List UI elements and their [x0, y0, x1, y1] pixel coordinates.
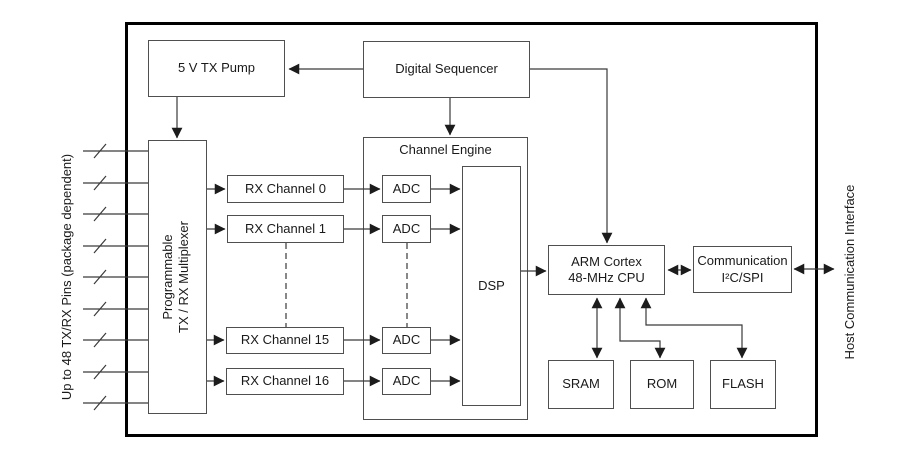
- tx-rx-multiplexer-label: Programmable TX / RX Multiplexer: [160, 137, 194, 417]
- block-rom: ROM: [630, 360, 694, 409]
- block-tx-rx-multiplexer: [148, 140, 207, 414]
- cpu-label-line1: ARM Cortex: [571, 253, 642, 269]
- block-dsp: DSP: [462, 166, 521, 406]
- host-interface-label: Host Communication Interface: [842, 184, 857, 360]
- pin-lines: [83, 150, 148, 404]
- pin-bus-slashes: [93, 143, 107, 411]
- block-adc-0: ADC: [382, 175, 431, 203]
- channel-engine-label: Channel Engine: [399, 142, 492, 157]
- block-flash: FLASH: [710, 360, 776, 409]
- cpu-label-line2: 48-MHz CPU: [568, 270, 645, 285]
- block-adc-1: ADC: [382, 215, 431, 243]
- block-rx-channel-0: RX Channel 0: [227, 175, 344, 203]
- block-adc-16: ADC: [382, 368, 431, 395]
- comm-label-line2: I²C/SPI: [721, 269, 764, 285]
- conn-sequencer-to-cpu: [530, 68, 613, 244]
- mux-label-line1: Programmable: [160, 234, 175, 320]
- block-rx-channel-15: RX Channel 15: [226, 327, 344, 354]
- block-rx-channel-16: RX Channel 16: [226, 368, 344, 395]
- block-adc-15: ADC: [382, 327, 431, 354]
- conn-cpu-rom: [614, 297, 666, 359]
- block-sram: SRAM: [548, 360, 614, 409]
- comm-label-line1: Communication: [697, 253, 788, 269]
- block-communication-i2c-spi: Communication I²C/SPI: [693, 246, 792, 293]
- conn-cpu-flash: [640, 297, 748, 359]
- block-5v-tx-pump: 5 V TX Pump: [148, 40, 285, 97]
- block-digital-sequencer: Digital Sequencer: [363, 41, 530, 98]
- mux-label-line2: TX / RX Multiplexer: [175, 221, 191, 333]
- left-pins-label: Up to 48 TX/RX Pins (package dependent): [59, 153, 74, 401]
- block-rx-channel-1: RX Channel 1: [227, 215, 344, 243]
- block-arm-cortex-cpu: ARM Cortex 48-MHz CPU: [548, 245, 665, 295]
